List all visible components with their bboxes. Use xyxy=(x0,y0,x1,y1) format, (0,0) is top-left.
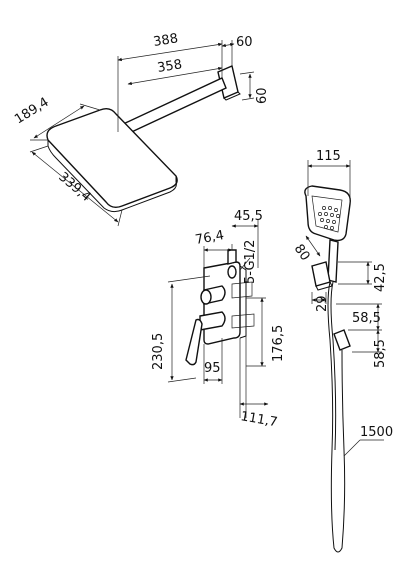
connection-fitting xyxy=(227,249,237,265)
connection-label: 5-G1/2 xyxy=(243,240,258,284)
dim-head-width: 189,4 xyxy=(12,95,52,127)
mixer-lever xyxy=(185,318,203,366)
dim-holder-2: 58,5 xyxy=(373,339,388,368)
dim-hose-length: 1500 xyxy=(360,425,393,440)
dim-bracket-small: 29 xyxy=(315,295,330,312)
dim-arm-length: 358 xyxy=(156,57,183,76)
dim-bracket-height: 42,5 xyxy=(373,263,388,292)
spray-nozzles xyxy=(318,206,340,230)
hand-shower-handle xyxy=(327,239,339,283)
dim-bracket-offset: 80 xyxy=(291,242,313,264)
dim-mixer-height: 176,5 xyxy=(271,325,286,362)
shower-bracket xyxy=(311,261,331,287)
dim-arm-total: 388 xyxy=(152,31,179,50)
dim-mixer-base: 111,7 xyxy=(239,409,278,430)
overhead-shower: 388 358 60 60 189,4 339,4 xyxy=(12,31,270,227)
hose-outlet xyxy=(333,329,351,351)
diverter-knob-face xyxy=(200,289,212,305)
rain-shower-head xyxy=(46,107,178,209)
hand-shower-set: 115 80 42,5 29 58,5 58,5 1500 xyxy=(291,149,393,553)
dim-handle-offset: 95 xyxy=(204,361,221,376)
dim-hand-head-width: 115 xyxy=(316,149,341,164)
dim-arm-depth: 60 xyxy=(236,35,253,50)
dim-mixer-height-total: 230,5 xyxy=(151,333,166,370)
mixer-lever-base xyxy=(199,311,226,331)
shower-hose xyxy=(327,281,346,553)
fitting-outlet xyxy=(227,265,237,279)
dim-mixer-depth: 45,5 xyxy=(234,209,263,224)
dim-mixer-width: 76,4 xyxy=(194,228,225,248)
dim-holder-1: 58,5 xyxy=(352,311,381,326)
concealed-mixer: 76,4 45,5 5-G1/2 230,5 176,5 95 111,7 xyxy=(151,209,286,430)
dim-arm-height: 60 xyxy=(255,87,270,104)
